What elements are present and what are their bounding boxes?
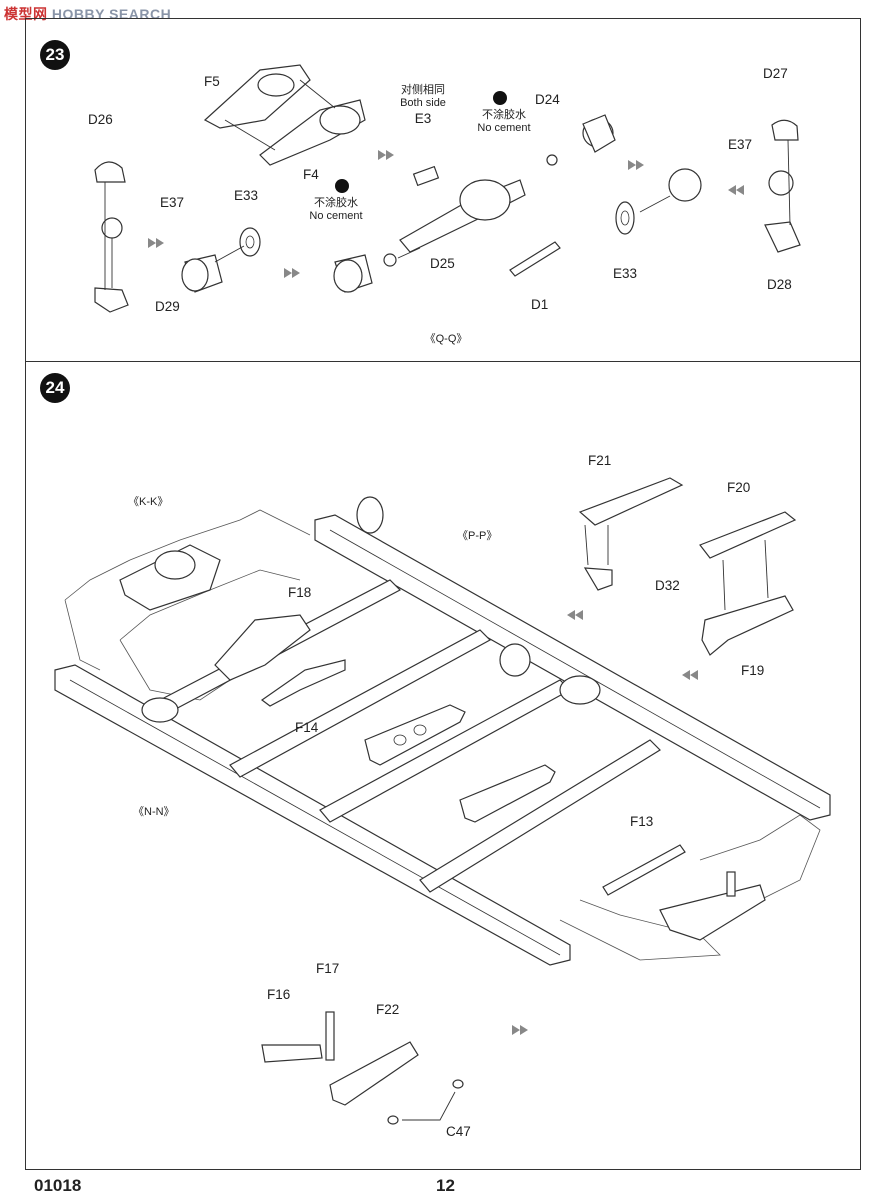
part-label-f13: F13 — [630, 814, 654, 829]
part-label-d26: D26 — [88, 112, 113, 127]
both-side-note-cn: 对侧相同 — [401, 84, 445, 96]
no-cement-note-cn-right: 不涂胶水 — [482, 109, 526, 121]
middle-axle — [333, 150, 561, 293]
part-label-e33-right: E33 — [613, 266, 638, 281]
part-label-e37-left: E37 — [160, 195, 185, 210]
part-label-d1: D1 — [531, 297, 549, 312]
no-cement-note-cn-left: 不涂胶水 — [314, 197, 358, 209]
both-side-note-en: Both side — [400, 97, 446, 109]
page-number: 12 — [436, 1176, 455, 1195]
part-label-d27: D27 — [763, 66, 788, 81]
view-label-k-k: 《K-K》 — [128, 496, 169, 508]
part-label-e37-right: E37 — [728, 137, 753, 152]
view-label-p-p: 《P-P》 — [457, 530, 498, 542]
view-label-n-n: 《N-N》 — [133, 806, 175, 818]
no-cement-note-en-left: No cement — [309, 210, 363, 222]
part-label-e3: E3 — [414, 111, 432, 126]
no-cement-note-en-right: No cement — [477, 122, 531, 134]
step-divider — [25, 361, 861, 362]
part-label-f4: F4 — [303, 167, 319, 182]
part-label-f5: F5 — [204, 74, 220, 89]
part-label-c47: C47 — [446, 1124, 471, 1139]
step24-drawing — [54, 477, 831, 1125]
part-label-f18: F18 — [288, 585, 312, 600]
part-label-f14: F14 — [295, 720, 319, 735]
left-hub-column — [94, 161, 129, 313]
step-24-badge: 24 — [40, 373, 70, 403]
part-label-f17: F17 — [316, 961, 340, 976]
part-label-d29: D29 — [155, 299, 180, 314]
right-hub-assembly — [546, 114, 801, 253]
part-label-f19: F19 — [741, 663, 765, 678]
part-label-f21: F21 — [588, 453, 612, 468]
part-label-d32: D32 — [655, 578, 680, 593]
axle-housing-f5-f4 — [203, 64, 366, 166]
part-label-f22: F22 — [376, 1002, 400, 1017]
part-label-d24: D24 — [535, 92, 560, 107]
part-label-f16: F16 — [267, 987, 291, 1002]
left-drum-assembly — [148, 227, 300, 293]
page-frame — [25, 18, 861, 1170]
part-label-f20: F20 — [727, 480, 751, 495]
part-label-d28: D28 — [767, 277, 792, 292]
product-code: 01018 — [34, 1176, 82, 1195]
step23-drawing — [94, 64, 801, 313]
part-label-e33-left: E33 — [234, 188, 259, 203]
view-label-q-q: 《Q-Q》 — [424, 333, 468, 345]
step-23-badge: 23 — [40, 40, 70, 70]
part-label-d25: D25 — [430, 256, 455, 271]
